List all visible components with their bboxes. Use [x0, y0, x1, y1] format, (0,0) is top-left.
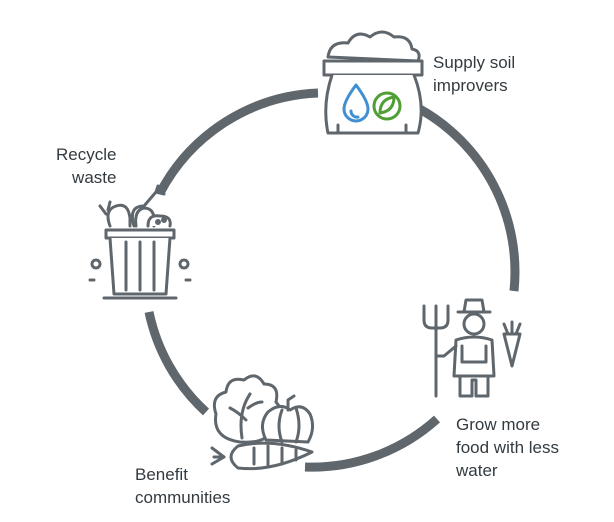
ring-segment-benefit-to-recycle	[144, 311, 210, 416]
label-line: improvers	[433, 76, 508, 95]
soil-sack-icon	[322, 30, 424, 135]
leaf-badge-icon	[372, 91, 402, 121]
stage-label-benefit-communities: Benefit communities	[135, 463, 230, 509]
label-line: Supply soil	[433, 53, 516, 72]
stage-label-grow-more-food: Grow more food with less water	[456, 413, 559, 482]
farmer-icon	[422, 298, 522, 398]
stage-label-recycle-waste: Recycle waste	[56, 143, 116, 189]
label-line: Grow more	[456, 415, 541, 434]
stage-label-supply-soil-improvers: Supply soil improvers	[433, 51, 515, 97]
cycle-ring	[144, 88, 520, 472]
label-line: waste	[72, 168, 117, 187]
ring-segment-grow-to-benefit	[304, 415, 441, 472]
ring-segment-supply-to-grow	[415, 104, 520, 292]
label-line: Benefit	[135, 465, 188, 484]
label-line: communities	[135, 488, 231, 507]
waste-bin-icon	[88, 184, 192, 300]
ring-segment-recycle-to-supply	[156, 88, 319, 196]
vegetables-icon	[210, 374, 315, 471]
label-line: water	[456, 461, 498, 480]
label-line: Recycle	[56, 145, 117, 164]
label-line: food with less	[456, 438, 559, 457]
